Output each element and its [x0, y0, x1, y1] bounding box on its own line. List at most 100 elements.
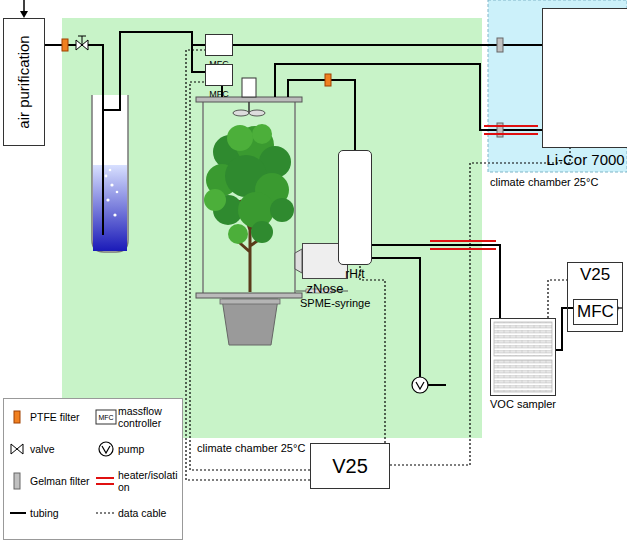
tree	[251, 221, 273, 243]
data-cable	[190, 82, 310, 470]
legend-text: heater/isolation	[118, 469, 180, 493]
ptfe-filter	[62, 39, 331, 86]
plant-pot	[220, 299, 280, 345]
process-box: air purification	[3, 18, 45, 146]
node-label: V25	[580, 265, 610, 285]
tree	[238, 192, 274, 228]
tree	[204, 124, 294, 292]
legend-symbols	[96, 410, 116, 424]
node-label: MFC	[577, 302, 614, 322]
analyzer-box: Li-Cor 7000	[542, 8, 627, 148]
wash-bottle	[93, 165, 127, 251]
wash-bottle	[113, 213, 116, 216]
legend-symbols	[10, 512, 26, 514]
massflow-controller: MFC	[205, 34, 233, 56]
legend-symbols	[11, 444, 23, 454]
tubing-line	[556, 308, 573, 350]
climate-chamber: climate chamber 25°CLi-Cor 7000	[488, 0, 627, 172]
heater-isolation	[484, 125, 538, 127]
climate-chamber: climate chamber 25°CMFCMFCzNoserH/t	[62, 18, 482, 438]
chamber-tubing	[428, 384, 446, 386]
node-label: V25	[332, 455, 368, 478]
heater-isolation	[430, 240, 496, 242]
voc-sampler: VOC sampler	[490, 318, 556, 396]
valve	[82, 36, 83, 45]
wash-bottle	[92, 95, 128, 252]
part-label: SPME-syringe	[300, 297, 370, 309]
tree	[270, 198, 294, 222]
legend-symbols	[102, 446, 110, 453]
tree	[228, 224, 248, 244]
symbol-label: MFC	[96, 410, 116, 424]
pump	[416, 382, 424, 389]
gelman-filter	[497, 38, 503, 52]
node-label: climate chamber 25°C	[490, 176, 598, 189]
legend-symbols	[96, 477, 114, 479]
v25-housing	[567, 262, 623, 332]
legend-text: valve	[30, 443, 94, 455]
controller-box: V25	[310, 443, 390, 489]
controller-box: V25MFC	[567, 262, 623, 332]
heater-isolation	[430, 248, 496, 250]
gelman-filter	[497, 38, 503, 137]
plant-chamber	[249, 110, 265, 116]
tubing-line	[233, 44, 542, 46]
ptfe-filter	[62, 39, 68, 51]
wash-bottle	[106, 198, 109, 201]
node-label: Li-Cor 7000	[546, 151, 624, 168]
legend-text: data cable	[118, 507, 180, 519]
pump	[412, 377, 428, 393]
voc-housing	[490, 318, 556, 396]
legend-text: PTFE filter	[30, 411, 94, 423]
node-label: rH/t	[345, 268, 364, 282]
massflow-controller: MFC	[573, 299, 618, 325]
air-inlet-arrow	[20, 0, 28, 18]
legend-box: MFCPTFE filter massflow controller valve pu…	[3, 398, 183, 540]
plant-chamber	[196, 293, 302, 298]
chamber-tubing	[372, 258, 420, 377]
wash-bottle	[110, 183, 113, 186]
chamber-tubing	[288, 80, 355, 150]
heater-isolation	[484, 133, 538, 135]
legend-symbols	[96, 512, 114, 513]
legend-text: pump	[118, 443, 180, 455]
tree	[252, 124, 272, 144]
plant-chamber	[202, 102, 204, 293]
sensor-cylinder: rH/t	[338, 150, 372, 265]
data-cable	[548, 280, 567, 318]
data-cable	[186, 50, 310, 480]
legend-symbols	[14, 473, 20, 489]
wash-bottle	[109, 169, 112, 172]
data-cable	[390, 148, 570, 465]
wash-bottle	[92, 95, 128, 252]
legend-symbols	[99, 442, 113, 456]
valve	[78, 36, 86, 37]
plant-chamber	[196, 78, 302, 298]
node-label: climate chamber 25°C	[197, 442, 305, 455]
legend-text: massflow controller	[118, 405, 180, 429]
node-label: zNose	[307, 282, 344, 297]
tubing-line	[372, 245, 500, 318]
plant-chamber	[242, 78, 256, 97]
data-cable	[360, 265, 385, 443]
wash-bottle	[116, 191, 119, 194]
plant-pot	[222, 299, 278, 345]
legend-text: tubing	[30, 507, 94, 519]
tubing-line	[45, 32, 205, 110]
legend-symbols	[14, 411, 20, 423]
wash-bottle	[102, 110, 104, 235]
node-label: MFC	[209, 89, 229, 99]
wash-bottle	[105, 175, 108, 178]
chamber-tubing	[275, 64, 542, 130]
node-label: VOC sampler	[490, 398, 556, 411]
tubing-line	[45, 32, 205, 110]
legend-symbols	[96, 483, 114, 485]
pump	[618, 307, 622, 308]
legend-text: Gelman filter	[30, 475, 94, 487]
air-inlet-arrow	[23, 0, 25, 12]
plant-chamber	[233, 110, 249, 116]
node-label: air purification	[15, 35, 32, 128]
tree	[227, 125, 253, 151]
chamber-tubing	[222, 64, 542, 385]
massflow-controller: MFC	[205, 64, 233, 86]
